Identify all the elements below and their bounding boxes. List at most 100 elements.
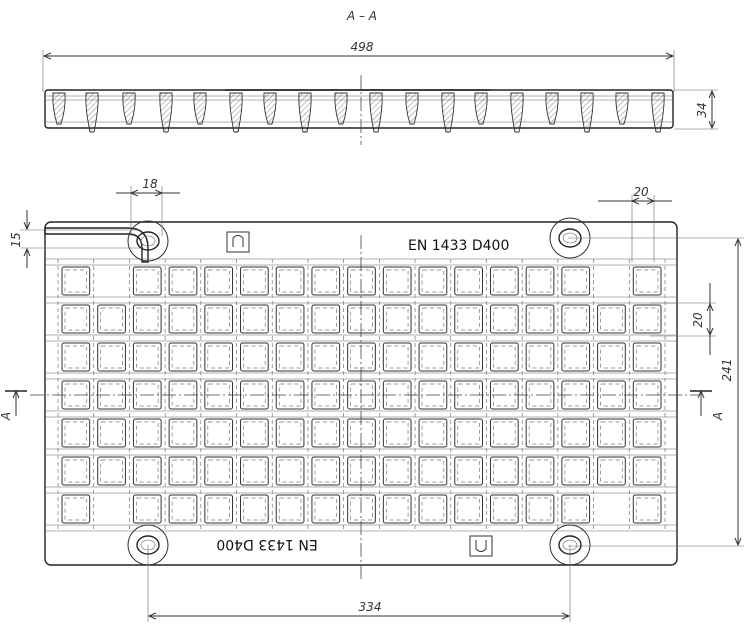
section-rib (334, 92, 348, 125)
grating-opening (132, 342, 162, 372)
grating-opening (454, 418, 483, 448)
grating-opening-inner (207, 421, 230, 445)
overall-height-label: 241 (720, 359, 734, 382)
grating-opening-inner (635, 307, 659, 331)
grating-opening (418, 380, 448, 410)
grating-opening-inner (171, 345, 195, 369)
grating-opening (382, 266, 412, 296)
grating-opening-inner (243, 345, 266, 369)
grating-opening-inner (600, 459, 623, 483)
grating-opening-inner (600, 345, 623, 369)
section-rib (229, 92, 243, 133)
grating-opening (454, 494, 483, 524)
grating-opening-inner (350, 459, 373, 483)
section-marker-right-label: A (711, 412, 725, 421)
grating-opening (382, 418, 412, 448)
hole-spacing-dimension: 334 (147, 545, 571, 622)
grating-opening (597, 418, 626, 448)
grating-opening (311, 342, 341, 372)
grating-opening-inner (171, 459, 195, 483)
grating-opening-inner (350, 421, 373, 445)
grating-opening-inner (314, 497, 337, 521)
grating-opening-inner (528, 345, 552, 369)
overall-length-label: 498 (351, 40, 374, 54)
grating-opening (489, 266, 519, 296)
grating-opening (132, 456, 162, 486)
grating-opening (489, 342, 519, 372)
grating-opening (561, 342, 591, 372)
grating-opening (489, 418, 519, 448)
grating-opening (489, 456, 519, 486)
grating-opening-inner (207, 345, 230, 369)
section-ribs (52, 92, 665, 133)
bolt-hole-inner (140, 235, 156, 247)
overall-length-dimension: 498 (42, 40, 675, 92)
grating-opening-inner (136, 421, 159, 445)
grating-opening (204, 494, 234, 524)
grating-opening (561, 494, 591, 524)
grating-opening-inner (64, 269, 88, 293)
grating-opening (132, 304, 162, 334)
grating-opening-inner (457, 421, 480, 445)
grating-opening (561, 456, 591, 486)
grating-opening (61, 418, 91, 448)
grating-opening (204, 304, 234, 334)
section-marker-left-label: A (0, 412, 13, 421)
grating-opening (525, 266, 555, 296)
grating-opening-inner (564, 345, 587, 369)
grating-opening (418, 342, 448, 372)
grating-opening (275, 266, 305, 296)
grating-opening-inner (635, 269, 659, 293)
grating-opening-inner (243, 307, 266, 331)
grating-opening-inner (207, 269, 230, 293)
grating-opening-inner (528, 421, 552, 445)
grating-opening-inner (457, 345, 480, 369)
section-rib (474, 92, 488, 125)
grating-opening (240, 304, 269, 334)
section-rib (545, 92, 559, 125)
grating-opening-inner (457, 307, 480, 331)
grating-opening (311, 494, 341, 524)
grating-opening (275, 418, 305, 448)
section-profile (44, 89, 674, 129)
grating-opening-inner (278, 459, 302, 483)
grating-opening (240, 266, 269, 296)
grating-opening-inner (100, 459, 123, 483)
grating-opening-inner (171, 269, 195, 293)
rib-pitch-horizontal-label: 20 (633, 185, 649, 199)
grating-opening (204, 456, 234, 486)
grating-opening (311, 418, 341, 448)
grating-opening (168, 304, 198, 334)
grating-opening-inner (64, 497, 88, 521)
grating-opening (347, 494, 376, 524)
grating-opening-inner (635, 345, 659, 369)
grating-opening-inner (243, 383, 266, 407)
grating-opening (311, 304, 341, 334)
grating-opening-inner (421, 269, 445, 293)
grating-opening (311, 266, 341, 296)
grating-opening (204, 266, 234, 296)
grating-opening-inner (528, 307, 552, 331)
grating-opening (97, 418, 126, 448)
grating-opening-inner (171, 497, 195, 521)
grating-opening (382, 342, 412, 372)
grating-opening-inner (314, 383, 337, 407)
grating-opening (382, 304, 412, 334)
grating-opening (275, 494, 305, 524)
section-height-label: 34 (695, 102, 709, 117)
grating-opening (132, 494, 162, 524)
grating-opening-inner (243, 269, 266, 293)
grating-opening-inner (100, 307, 123, 331)
grating-opening (489, 304, 519, 334)
grating-opening-inner (600, 383, 623, 407)
grating-opening-inner (350, 497, 373, 521)
lock-pocket-top (226, 231, 250, 253)
grating-opening (168, 494, 198, 524)
section-rib (122, 92, 136, 125)
grating-opening (525, 456, 555, 486)
grating-opening-inner (100, 421, 123, 445)
grating-opening-inner (493, 497, 516, 521)
grating-opening (418, 266, 448, 296)
grating-opening-inner (457, 497, 480, 521)
